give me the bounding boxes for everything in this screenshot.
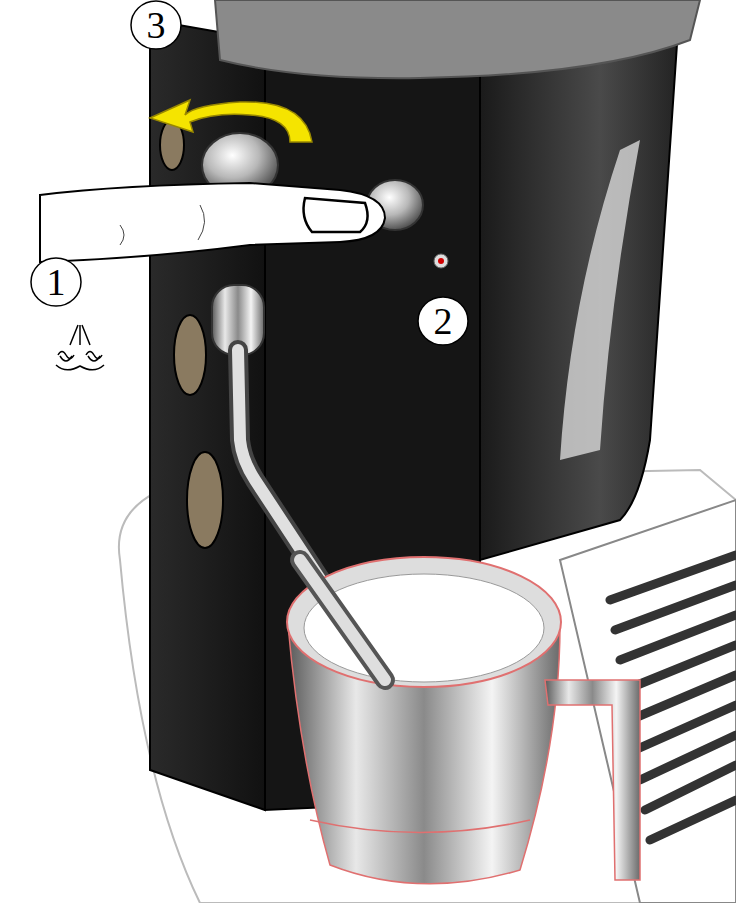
callout-number: 2 (434, 302, 453, 340)
machine-right (480, 0, 680, 560)
finger (40, 183, 385, 262)
callout-number: 3 (147, 6, 166, 44)
callout-circle: 1 (30, 257, 82, 307)
indicator-led (434, 254, 448, 268)
callout-number: 1 (47, 263, 66, 301)
machine-top (215, 0, 700, 78)
milk-pitcher (287, 557, 640, 884)
reflection (560, 140, 640, 460)
callout-circle: 2 (417, 296, 469, 346)
rotation-arrow (150, 100, 312, 142)
wand-tip (300, 560, 385, 680)
steam-symbol (56, 325, 104, 370)
callout-circle: 3 (130, 0, 182, 50)
